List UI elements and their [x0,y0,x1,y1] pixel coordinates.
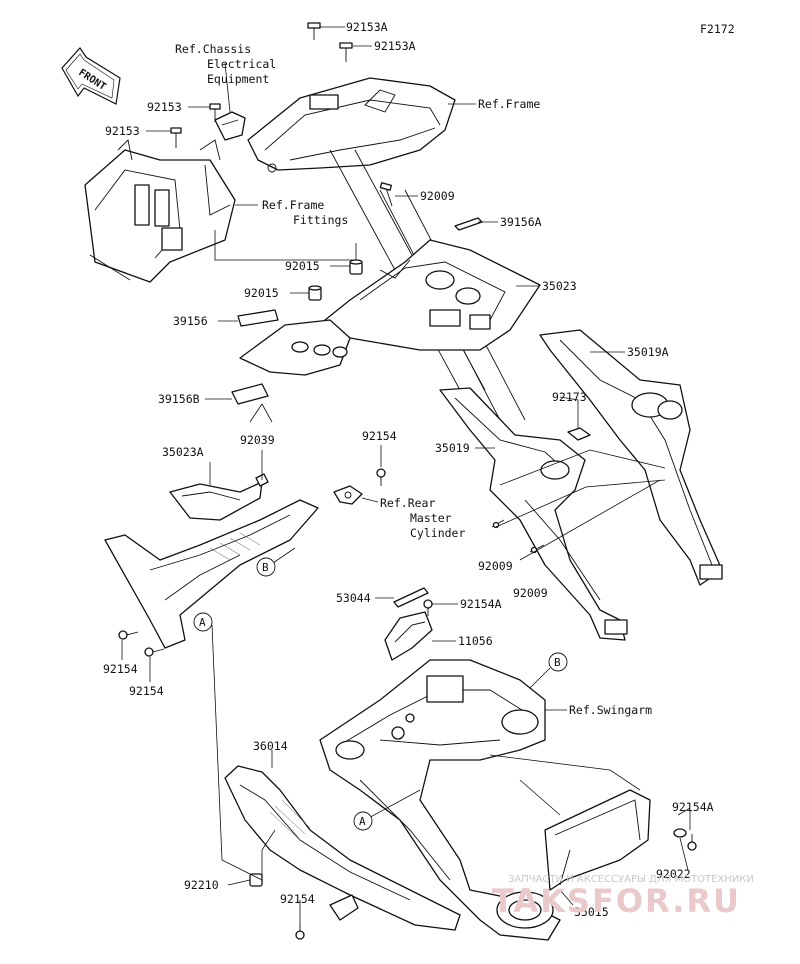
bolt-92154a-lower [687,834,697,851]
watermark-line1: ЗАПЧАСТИ И АКСЕССУАРЫ ДЛЯ МОТОТЕХНИКИ [508,874,754,885]
bolt-92154-left-1 [118,630,139,640]
label-92022: 92022 [656,867,691,881]
label-35023a: 35023A [162,445,204,459]
label-36014: 36014 [253,739,288,753]
pad-39156 [237,309,279,327]
label-92154-left-1: 92154 [103,662,138,676]
label-92153a-1: 92153A [346,20,388,34]
chain-guard-36014 [224,765,461,931]
bolt-92153a-2 [339,42,353,62]
frame-fittings-part [84,139,236,283]
callout-a-lower-text: A [359,815,366,828]
watermark-line2: TAKSFOR.RU [492,882,741,920]
label-11056: 11056 [458,634,493,648]
label-92154-bottom: 92154 [280,892,315,906]
callout-b-right-text: B [554,656,561,669]
callout-a-upper-text: A [199,616,206,629]
ref-frame-fittings-line2: Fittings [293,213,348,227]
ref-frame: Ref.Frame [478,97,540,111]
label-92153-1: 92153 [147,100,182,114]
swingarm-part [319,659,561,941]
ref-rear-master-line1: Ref.Rear [380,496,435,510]
callout-b-right: B [548,652,568,672]
label-92173: 92173 [552,390,587,404]
label-92154-left-2: 92154 [129,684,164,698]
guard-35015 [544,789,651,891]
bolt-92154a-upper [423,599,433,616]
diagram-code: F2172 [700,22,735,36]
bracket-35019 [439,387,628,641]
clip-92173 [567,427,591,441]
frame-seat-part [247,77,456,173]
callout-b-left: B [256,557,276,577]
label-35019: 35019 [435,441,470,455]
label-92154a-1: 92154A [460,597,502,611]
side-cover-35023a [169,481,263,521]
callout-a-upper: A [193,612,213,632]
label-39156a: 39156A [500,215,542,229]
leader-lines [121,26,691,922]
ref-chassis-line3: Equipment [207,72,269,86]
ref-rear-master-line3: Cylinder [410,526,465,540]
label-39156b: 39156B [158,392,200,406]
label-92153a-2: 92153A [374,39,416,53]
label-92154a-2: 92154A [672,800,714,814]
bolt-92153a-1 [307,22,321,40]
pad-39156a [454,217,483,231]
label-53044: 53044 [336,591,371,605]
bolt-92153-upper [209,103,221,122]
side-cover-lower-left [104,499,319,649]
label-35019a: 35019A [627,345,669,359]
rear-master-cylinder-bracket [333,485,363,505]
ref-rear-master-line2: Master [410,511,452,525]
ref-frame-fittings-line1: Ref.Frame [262,198,324,212]
bolt-92154-top [376,468,386,486]
grommet-92015-1 [349,259,363,275]
label-92015-1: 92015 [285,259,320,273]
rod-53044 [393,587,429,608]
label-92210: 92210 [184,878,219,892]
bolt-92009-top [379,182,393,207]
bracket-35019a [539,329,723,586]
callout-a-lower: A [353,811,373,831]
lower-bracket [329,894,359,921]
bracket-11056 [384,611,433,661]
grommet-92015-2 [308,285,322,301]
label-35015: 35015 [574,905,609,919]
label-35023: 35023 [542,279,577,293]
label-39156: 39156 [173,314,208,328]
tail-cover-35023 [299,239,541,351]
label-92015-2: 92015 [244,286,279,300]
label-92009-3: 92009 [513,586,548,600]
bolt-92154-left-2 [144,647,165,657]
label-92009-1: 92009 [420,189,455,203]
label-92154-top: 92154 [362,429,397,443]
pad-39156b [231,383,269,405]
ref-chassis-line1: Ref.Chassis [175,42,251,56]
collar-92210 [249,873,263,887]
ref-chassis-line2: Electrical [207,57,276,71]
callout-b-left-text: B [262,561,269,574]
washer-92022 [673,828,687,838]
ref-swingarm: Ref.Swingarm [569,703,652,717]
front-arrow-icon: FRONT [61,47,121,105]
label-92153-2: 92153 [105,124,140,138]
tail-lower-assembly [239,319,351,376]
bolt-92154-bottom [295,922,305,940]
bolt-92153-lower [170,127,182,148]
label-92039: 92039 [240,433,275,447]
label-92009-2: 92009 [478,559,513,573]
chassis-bracket-part [214,111,246,141]
